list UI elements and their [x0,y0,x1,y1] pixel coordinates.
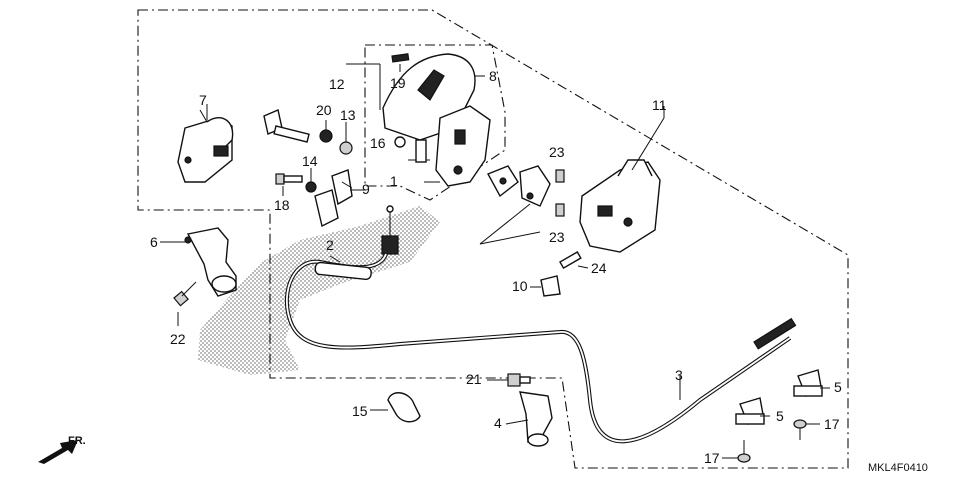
part-24-pin [559,251,582,270]
front-direction-arrow-icon [38,440,78,464]
callout: 16 [370,135,386,151]
callout: 23 [549,229,565,245]
part-5-clamp-upper [793,369,823,397]
part-spring [415,139,427,163]
callout: 17 [824,416,840,432]
callout: 2 [326,237,334,253]
callout: 13 [340,107,356,123]
callout: 17 [704,450,720,466]
part-5-clamp-lower [735,397,765,425]
part-19-pin [391,53,410,63]
callout: 10 [512,278,528,294]
part-10-clip [540,275,561,297]
callout: 9 [362,181,370,197]
part-23-screw-bottom [555,203,565,217]
part-6-bracket [184,227,237,297]
part-7-cover [177,109,234,183]
callout: 22 [170,331,186,347]
callout: 20 [316,102,332,118]
front-direction-label: FR. [68,435,86,447]
diagram-code: MKL4F0410 [868,462,928,474]
callout: 8 [489,68,497,84]
part-14-nut [305,181,317,193]
callout: 1 [390,173,398,189]
part-22-bolt [173,281,197,307]
cable-sheath [314,261,372,280]
leader-lines [160,63,830,459]
callout: 21 [466,371,482,387]
part-18-bolt [275,173,303,196]
part-20-washer [319,129,333,143]
callout: 3 [675,367,683,383]
callout: 7 [199,92,207,108]
part-15-band [387,392,421,423]
part-20-lever [263,109,310,143]
part-gear-left [487,165,519,198]
part-9-switch [314,169,353,228]
callout-labels: 1 2 3 4 5 5 6 7 8 9 10 11 12 13 14 15 16… [150,68,842,466]
part-2-rod [381,205,399,255]
callout: 6 [150,234,158,250]
callout: 5 [834,379,842,395]
callout: 12 [329,76,345,92]
callout: 4 [494,415,502,431]
callout: 24 [591,260,607,276]
callout: 14 [302,153,318,169]
part-21-bolt [507,373,531,387]
part-1-latch [424,105,491,187]
stipple-shadow [198,206,440,375]
callout: 15 [352,403,368,419]
part-23-screw-top [555,169,565,183]
part-16-nut [394,136,406,148]
cable-adjuster [753,317,797,350]
part-4-bracket [519,391,553,447]
callout: 5 [776,408,784,424]
subassembly-outline-12 [364,44,506,201]
callout: 18 [274,197,290,213]
assembly-outline-11 [137,9,849,469]
part-gear-right [519,165,551,207]
part-11-lock-body [579,159,661,253]
part-17-screw-bottom [737,440,751,463]
part-13-washer [339,141,353,155]
part-17-screw-right [793,419,807,440]
callout: 11 [652,97,667,113]
callout: 23 [549,144,565,160]
callout: 19 [390,75,406,91]
